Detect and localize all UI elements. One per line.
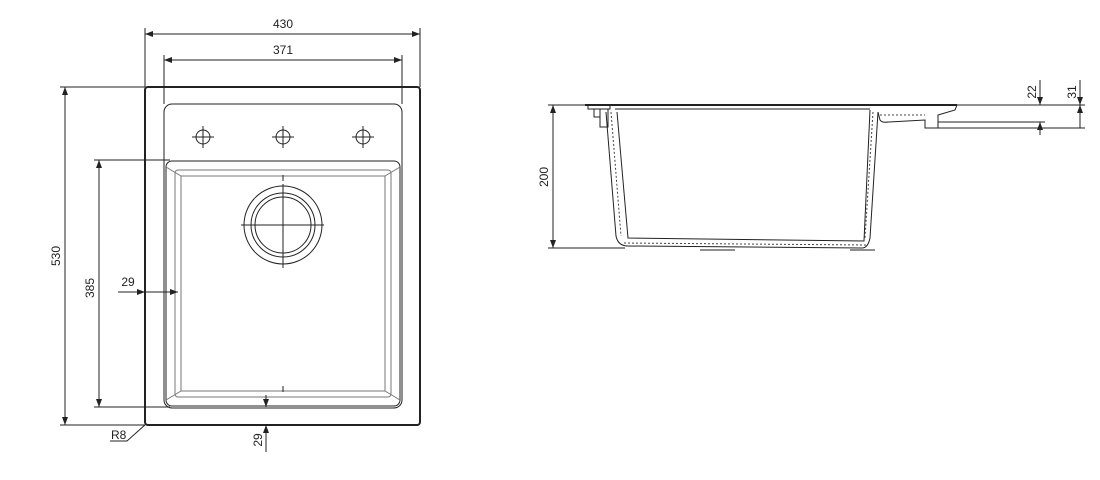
- dim-deck-width: 371: [273, 43, 293, 57]
- dim-side-margin: 29: [121, 275, 135, 289]
- dim-depth: 200: [537, 167, 551, 187]
- dim-rim-offset-31: 31: [1065, 85, 1079, 99]
- dim-front-margin: 29: [251, 433, 265, 447]
- dim-corner-radius: R8: [111, 428, 127, 442]
- drain-icon: [241, 184, 324, 268]
- dim-bowl-length: 385: [83, 278, 97, 298]
- tap-hole-icon: [192, 126, 374, 148]
- dim-overall-width: 430: [273, 17, 293, 31]
- sink-outline: [144, 86, 421, 426]
- bowl-outline: [165, 160, 401, 407]
- side-view: 200 22 31: [537, 80, 1085, 251]
- dim-overall-length: 530: [49, 246, 63, 266]
- top-view: 430 371 530 385 29 29 R8: [49, 17, 421, 452]
- deck-outline: [163, 103, 403, 409]
- dim-rim-offset-22: 22: [1025, 85, 1039, 99]
